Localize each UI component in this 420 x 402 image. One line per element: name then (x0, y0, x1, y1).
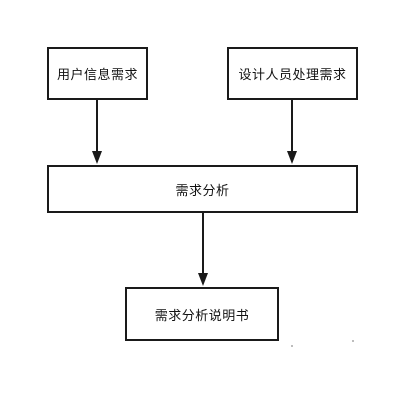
node-requirements-spec: 需求分析说明书 (125, 287, 279, 341)
node-requirements-spec-label: 需求分析说明书 (154, 308, 250, 324)
node-requirements-analysis: 需求分析 (47, 165, 358, 213)
node-designer-requirements: 设计人员处理需求 (227, 47, 358, 100)
speck-artifact (352, 340, 354, 342)
node-designer-requirements-label: 设计人员处理需求 (238, 68, 347, 83)
node-user-requirements-label: 用户信息需求 (56, 68, 138, 83)
arrow-designer-to-analysis (287, 100, 297, 164)
node-user-requirements: 用户信息需求 (47, 47, 148, 100)
arrow-user-to-analysis (92, 100, 102, 164)
node-requirements-analysis-label: 需求分析 (175, 183, 230, 199)
speck-artifact (291, 345, 293, 347)
arrow-analysis-to-spec (198, 213, 208, 286)
